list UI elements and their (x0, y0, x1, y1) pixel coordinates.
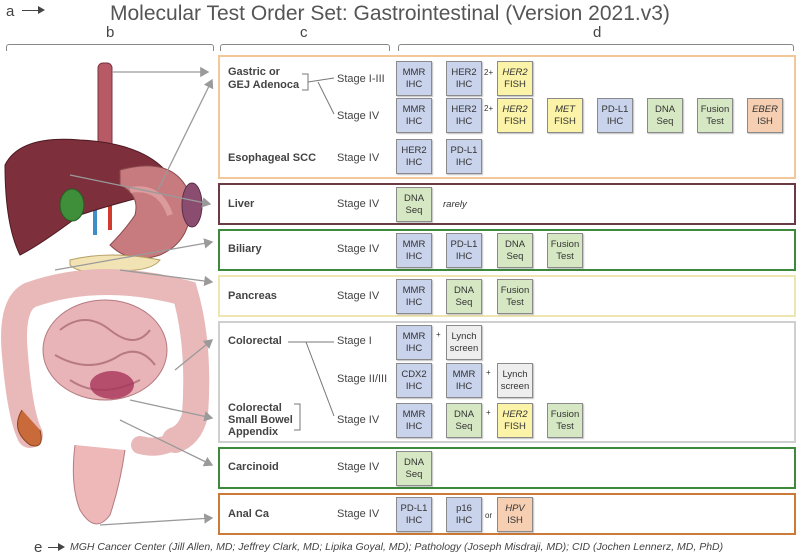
organ-appendix: Appendix (228, 426, 279, 438)
small-bowel-shape (42, 299, 168, 401)
brace-c (220, 44, 390, 51)
organ-gastric-line2: GEJ Adenoca (228, 79, 300, 91)
arrow-e-icon (48, 543, 65, 551)
stage-anal-4: Stage IV (337, 508, 380, 520)
connector-or: or (485, 511, 493, 520)
brace-d (398, 44, 794, 51)
organ-carcinoid: Carcinoid (228, 461, 279, 473)
organ-colorectal-2: Colorectal (228, 402, 282, 414)
connector-2plus: 2+ (484, 68, 494, 77)
organ-colorectal: Colorectal (228, 335, 282, 347)
arrow-a-icon (22, 6, 45, 14)
organ-small-bowel: Small Bowel (228, 414, 293, 426)
connector-plus: + (486, 368, 491, 377)
brace-b (6, 44, 214, 51)
stage-colorectal-4: Stage IV (337, 414, 380, 426)
organ-pancreas: Pancreas (228, 290, 277, 302)
organ-biliary: Biliary (228, 243, 262, 255)
stage-carcinoid-4: Stage IV (337, 461, 380, 473)
stage-gastric-4: Stage IV (337, 110, 380, 122)
stage-pancreas-4: Stage IV (337, 290, 380, 302)
stage-esophageal-4: Stage IV (337, 152, 380, 164)
label-c: c (300, 24, 308, 41)
stage-colorectal-2-3: Stage II/III (337, 373, 388, 385)
appendix-shape (17, 409, 42, 447)
panel-carcinoid (218, 447, 796, 489)
connector-plus: + (486, 408, 491, 417)
panel-liver (218, 183, 796, 225)
rectum-shape (72, 444, 126, 525)
connector-2plus: 2+ (484, 104, 494, 113)
label-b: b (106, 24, 115, 41)
label-e: e (34, 539, 43, 556)
label-d: d (593, 24, 602, 41)
gi-anatomy-illustration (1, 62, 210, 525)
gallbladder-shape (59, 188, 85, 222)
organ-liver: Liver (228, 198, 255, 210)
organ-gastric-line1: Gastric or (228, 66, 280, 78)
organ-anal: Anal Ca (228, 508, 269, 520)
label-a: a (6, 3, 15, 20)
gastric-connector-lines (302, 73, 335, 115)
connector-plus: + (436, 330, 441, 339)
stage-gastric-1-3: Stage I-III (337, 73, 385, 85)
colorectal-connector-lines (288, 341, 335, 431)
stage-colorectal-1: Stage I (337, 335, 372, 347)
liver-note: rarely (443, 199, 467, 210)
page-title: Molecular Test Order Set: Gastrointestin… (110, 2, 670, 25)
stage-liver-4: Stage IV (337, 198, 380, 210)
stage-biliary-4: Stage IV (337, 243, 380, 255)
organ-esophageal: Esophageal SCC (228, 152, 317, 164)
footer-credits: MGH Cancer Center (Jill Allen, MD; Jeffr… (70, 541, 724, 553)
